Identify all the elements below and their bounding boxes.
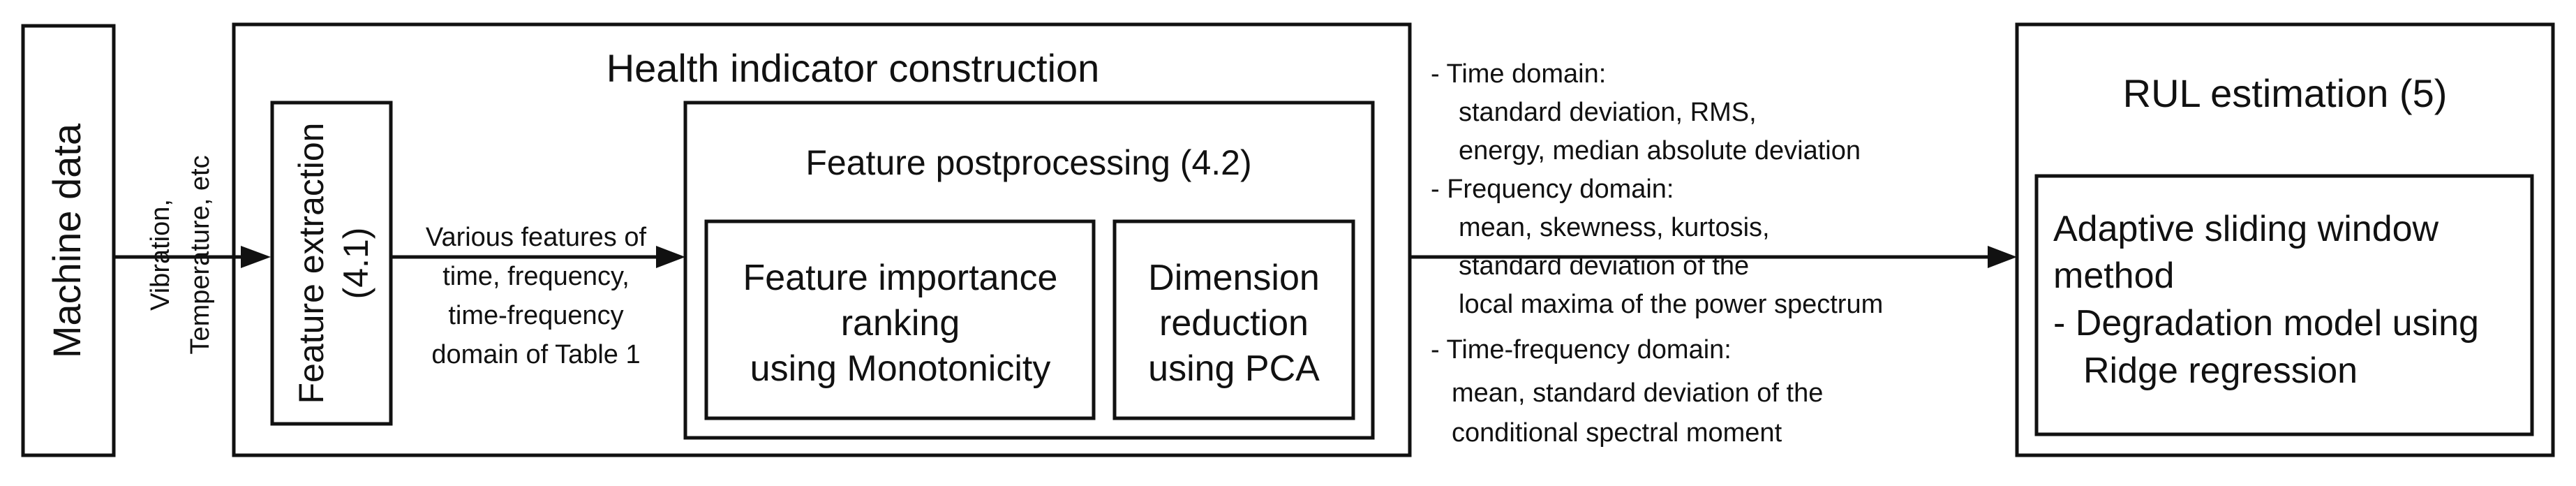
importance-line1: Feature importance [743, 258, 1058, 298]
feature-list-line5: mean, skewness, kurtosis, [1459, 213, 1770, 242]
arrow-head-1 [241, 246, 271, 268]
rul-box [2015, 22, 2555, 457]
feature-list-line9: mean, standard deviation of the [1452, 378, 1823, 408]
arrow-head-2 [656, 246, 685, 268]
input-label-vibration: Vibration, [146, 199, 175, 311]
dimension-line3: using PCA [1148, 348, 1320, 389]
feature-list-line1: - Time domain: [1431, 59, 1606, 89]
features-note-line3: time-frequency [448, 301, 623, 330]
rul-line4: Ridge regression [2083, 351, 2358, 391]
sliding-window-box [2034, 174, 2534, 436]
dimension-box [1112, 219, 1355, 420]
machine-data-box [21, 24, 116, 457]
rul-line1: Adaptive sliding window [2053, 209, 2439, 249]
health-indicator-box [232, 22, 1412, 457]
feature-list-line7: local maxima of the power spectrum [1459, 290, 1883, 319]
rul-line2: method [2053, 256, 2174, 296]
feature-list-line8: - Time-frequency domain: [1431, 335, 1732, 364]
rul-title: RUL estimation (5) [2123, 71, 2448, 115]
feature-list-line4: - Frequency domain: [1431, 175, 1674, 204]
postprocessing-box [683, 101, 1375, 440]
health-indicator-title: Health indicator construction [606, 46, 1100, 90]
feature-list-line2: standard deviation, RMS, [1459, 98, 1757, 127]
dimension-line1: Dimension [1148, 258, 1320, 298]
features-note-line1: Various features of [426, 223, 647, 252]
feature-extraction-section: (4.1) [336, 228, 375, 300]
importance-box [704, 219, 1096, 420]
rul-line3: - Degradation model using [2053, 303, 2479, 344]
importance-line2: ranking [841, 303, 960, 344]
feature-extraction-label: Feature extraction [292, 123, 331, 404]
importance-line3: using Monotonicity [750, 348, 1051, 389]
features-note-line4: domain of Table 1 [431, 340, 640, 369]
dimension-line2: reduction [1159, 303, 1309, 344]
machine-data-label: Machine data [45, 123, 89, 358]
input-label-temperature: Temperature, etc [186, 155, 215, 354]
features-note-line2: time, frequency, [442, 262, 630, 291]
arrow-head-3 [1988, 246, 2017, 268]
feature-list-line3: energy, median absolute deviation [1459, 136, 1861, 165]
postprocessing-title: Feature postprocessing (4.2) [805, 143, 1251, 182]
feature-extraction-box [270, 101, 393, 426]
feature-list-line10: conditional spectral moment [1452, 418, 1782, 448]
feature-list-line6: standard deviation of the [1459, 251, 1749, 281]
